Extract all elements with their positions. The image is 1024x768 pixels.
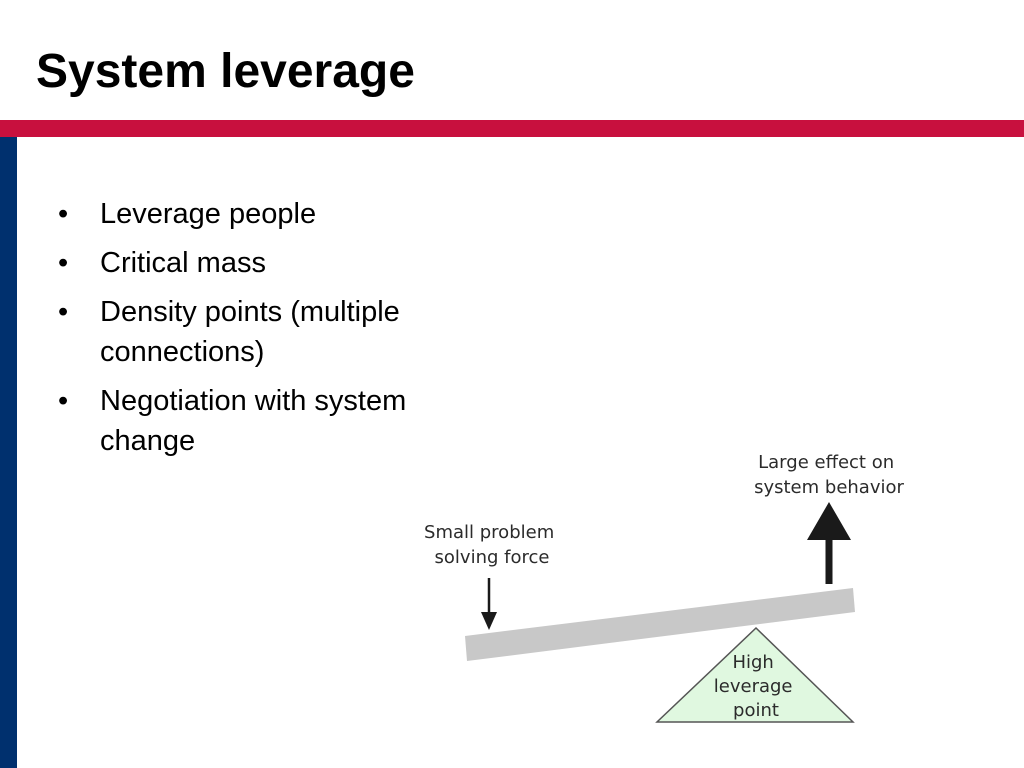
- bullet-text: Critical mass: [100, 247, 266, 279]
- large-effect-label: Large effect on system behavior: [754, 452, 904, 498]
- bullet-dot: •: [58, 385, 69, 417]
- bullet-dot: •: [58, 247, 69, 279]
- fulcrum-label-line: leverage: [714, 676, 793, 697]
- small-force-label: Small problem solving force: [424, 522, 560, 568]
- bullet-item: • Critical mass: [58, 243, 478, 283]
- fulcrum-label: High leverage point: [714, 652, 798, 721]
- small-force-label-line: solving force: [435, 547, 550, 568]
- title-accent-bar: [0, 120, 1024, 137]
- lever-beam: [465, 588, 855, 661]
- bullet-item: • Negotiation with system change: [58, 381, 478, 461]
- fulcrum-label-line: High: [732, 652, 773, 673]
- bullet-text: Leverage people: [100, 198, 317, 230]
- fulcrum-label-line: point: [733, 700, 779, 721]
- small-force-arrow: [481, 578, 497, 630]
- large-effect-label-line: Large effect on: [758, 452, 894, 473]
- large-effect-head: [807, 502, 851, 540]
- large-effect-label-line: system behavior: [754, 477, 904, 498]
- small-force-label-line: Small problem: [424, 522, 554, 543]
- bullet-item: • Density points (multiple connections): [58, 292, 478, 372]
- bullet-dot: •: [58, 296, 69, 328]
- large-effect-arrow: [807, 502, 851, 584]
- bullet-list: • Leverage people • Critical mass • Dens…: [58, 194, 478, 470]
- slide-title: System leverage: [36, 45, 415, 98]
- bullet-item: • Leverage people: [58, 194, 478, 234]
- fulcrum-triangle: [655, 626, 855, 723]
- bullet-dot: •: [58, 198, 69, 230]
- left-accent-bar: [0, 137, 17, 768]
- bullet-text: Negotiation with system change: [100, 385, 407, 457]
- small-force-head: [481, 612, 497, 630]
- bullet-text: Density points (multiple connections): [100, 296, 400, 368]
